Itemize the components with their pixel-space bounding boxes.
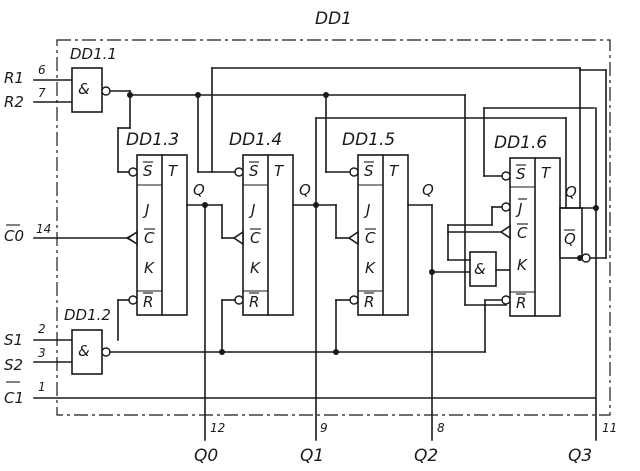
output-q0: 12 Q0 [194,421,225,466]
output-q3-label: Q3 [568,446,592,466]
ff5-r-pin: R [364,293,374,311]
ff5-j-pin: J [363,201,370,219]
flipflop-dd1-6: S T J C K R Q Q DD1.6 [494,133,591,317]
input-c1-label: C1 [4,389,24,407]
flipflop-dd1-3: S T J C K R DD1.3 Q [126,130,205,316]
input-s1-pin: 2 [38,322,46,336]
junction-dot [202,202,208,208]
output-q2-label: Q2 [414,446,438,466]
input-r2-pin: 7 [38,86,46,100]
input-r1: R1 6 [4,63,73,87]
input-s2-pin: 3 [38,346,46,360]
ff6-qbar-label: Q [564,230,576,248]
ff4-name: DD1.4 [229,130,282,150]
ff6-name: DD1.6 [494,133,547,153]
ff6-r-pin: R [516,294,526,312]
output-q3: 11 Q3 [568,421,617,466]
junction-dot [429,269,435,275]
output-q0-pin: 12 [210,421,225,435]
output-q0-label: Q0 [194,446,218,466]
package-title: DD1 [315,9,352,29]
input-r1-pin: 6 [38,63,46,77]
input-c0: C0 14 [4,222,137,245]
package-frame [56,39,611,416]
gate-dd1-1: & DD1.1 [70,45,117,113]
junction-dot [195,92,201,98]
output-q3-pin: 11 [602,421,617,435]
flipflop-dd1-5: S T J C K R DD1.5 Q [342,130,434,316]
ff5-k-pin: K [365,259,376,277]
gate-dd1-2: & DD1.2 [64,306,111,375]
ff3-c-pin: C [144,229,155,247]
input-c1-pin: 1 [38,380,46,394]
gate-dd1-2-name: DD1.2 [64,306,111,324]
ff4-t-label: T [274,162,285,180]
junction-dot [127,92,133,98]
output-q2-pin: 8 [437,421,445,435]
ff6-k-pin: K [517,256,528,274]
junction-dot [577,255,583,261]
input-c0-pin: 14 [36,222,51,236]
ff6-c-pin: C [517,224,528,242]
output-q1-pin: 9 [320,421,328,435]
ff5-q-label: Q [422,181,434,199]
ff5-c-pin: C [365,229,376,247]
ff6-q-label: Q [565,183,577,201]
junction-dot [313,202,319,208]
ff5-name: DD1.5 [342,130,395,150]
gate-dd1-2-symbol: & [78,342,90,360]
ff3-k-pin: K [144,259,155,277]
input-r2-label: R2 [4,93,24,111]
input-s1-label: S1 [4,331,23,349]
ff3-q-label: Q [193,181,205,199]
flipflop-dd1-4: S T J C K R DD1.4 Q [229,130,311,316]
ff4-j-pin: J [248,201,255,219]
input-c1: C1 1 [4,380,596,407]
ff4-s-pin: S [249,162,259,180]
output-q1-label: Q1 [300,446,324,466]
ff6-t-label: T [541,164,552,182]
ff5-t-label: T [389,162,400,180]
gate-dd1-1-name: DD1.1 [70,45,117,63]
ff3-r-pin: R [143,293,153,311]
output-q2: 8 Q2 [414,421,445,466]
ff5-s-pin: S [364,162,374,180]
input-s2: S2 3 [4,346,73,374]
ff4-r-pin: R [249,293,259,311]
input-c0-label: C0 [4,227,24,245]
input-s1: S1 2 [4,322,73,349]
ff6-s-pin: S [516,165,526,183]
input-r2: R2 7 [4,86,73,111]
ff3-j-pin: J [142,201,149,219]
ff4-c-pin: C [250,229,261,247]
junction-dot [323,92,329,98]
ff3-s-pin: S [143,162,153,180]
junction-dot [219,349,225,355]
input-s2-label: S2 [4,356,23,374]
output-q1: 9 Q1 [300,421,328,466]
ff3-name: DD1.3 [126,130,179,150]
input-r1-label: R1 [4,69,24,87]
gate-dd1-1-symbol: & [78,80,90,98]
ff4-k-pin: K [250,259,261,277]
gate-and-3: & [469,251,497,287]
gate-and-3-symbol: & [474,260,486,278]
ff4-q-label: Q [299,181,311,199]
ff3-t-label: T [168,162,179,180]
junction-dot [333,349,339,355]
junction-dot [593,205,599,211]
ff6-j-pin: J [515,200,522,218]
